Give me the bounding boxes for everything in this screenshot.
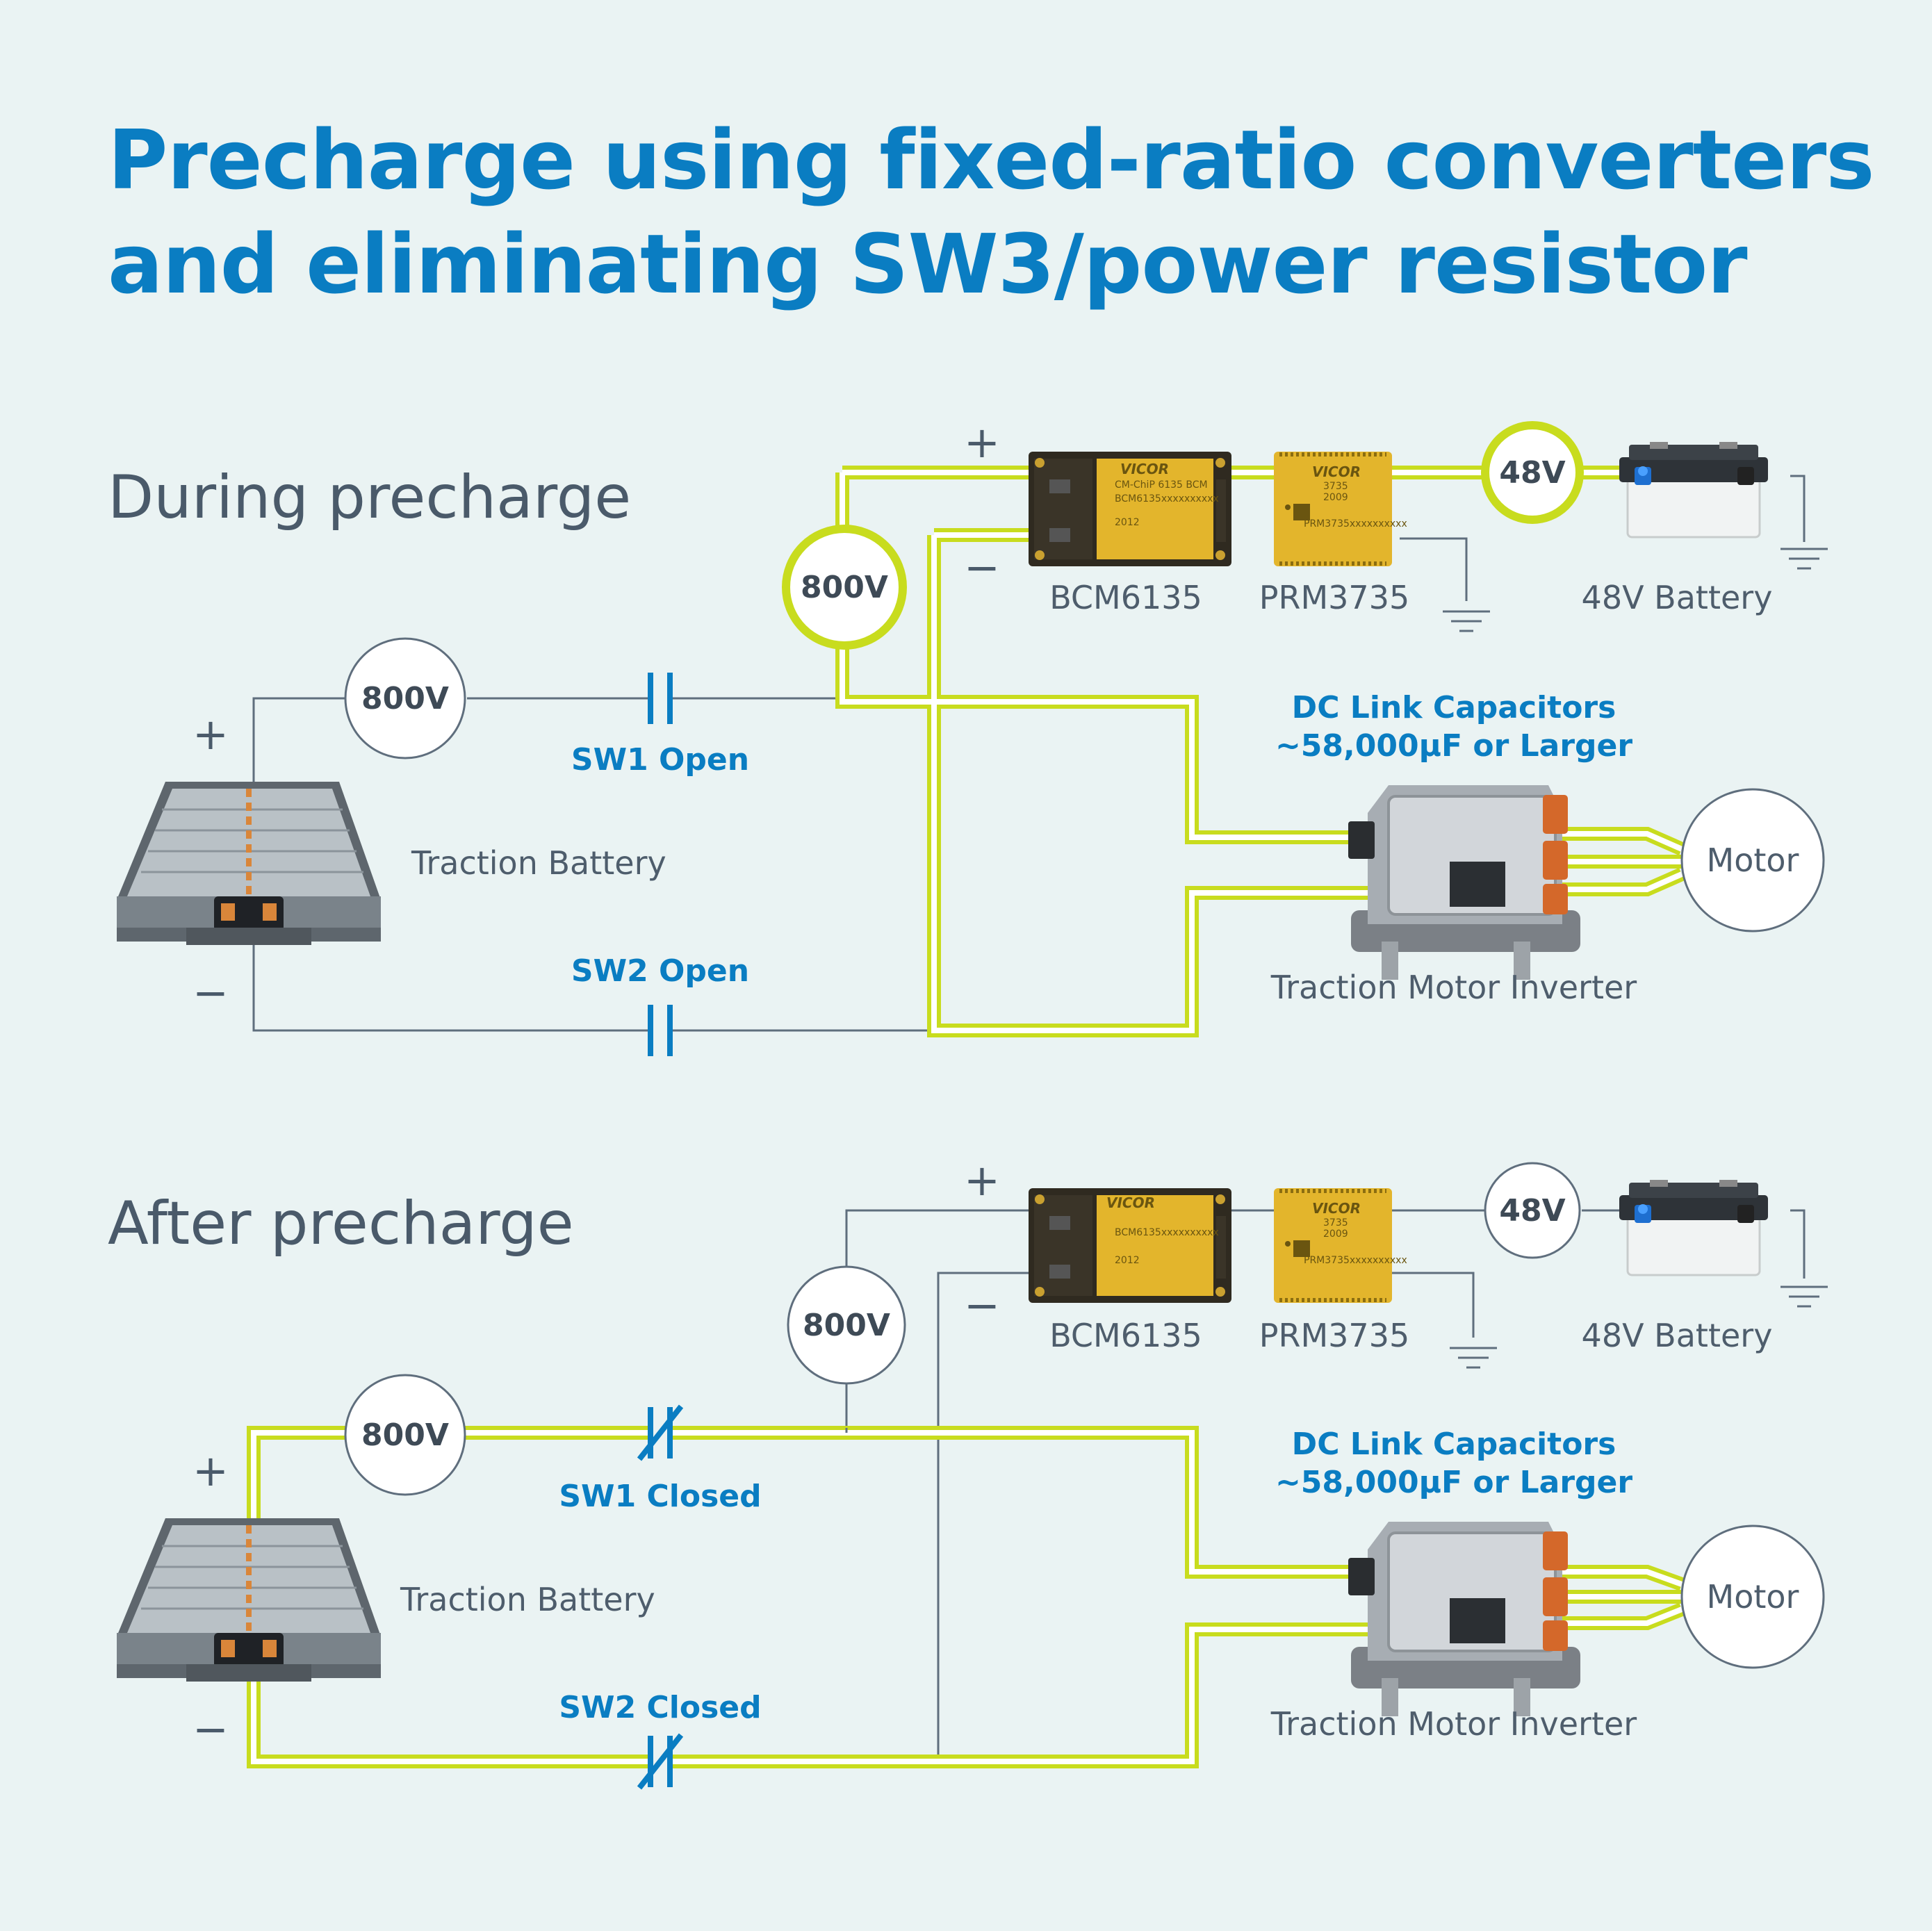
- bcm-marking: CM-ChiP 6135 BCM: [1115, 479, 1208, 491]
- battery-voltage-label: 800V: [361, 1418, 449, 1453]
- prm-marking: 2009: [1323, 492, 1348, 503]
- capacitors-value: ~58,000µF or Larger: [1275, 728, 1632, 764]
- bus-voltage-badge: 800V: [782, 525, 907, 650]
- battery-voltage-badge: 800V: [344, 1374, 466, 1496]
- capacitors-value: ~58,000µF or Larger: [1275, 1465, 1632, 1500]
- motor-label: Motor: [1707, 1578, 1799, 1616]
- sw2-label: SW2 Closed: [559, 1690, 761, 1725]
- sw1-switch: [637, 1404, 684, 1461]
- converter-wires: [845, 1209, 1806, 1758]
- sw1-label: SW1 Open: [571, 742, 749, 778]
- prm-label: PRM3735: [1259, 1317, 1409, 1354]
- inverter-label: Traction Motor Inverter: [1270, 1705, 1637, 1743]
- ground-icon: [1779, 1285, 1829, 1308]
- section-during-precharge: During precharge: [108, 417, 1829, 1056]
- section-heading: During precharge: [108, 463, 631, 532]
- plus-sign: +: [964, 1155, 1000, 1206]
- title-line-2: and eliminating SW3/power resistor: [108, 216, 1748, 312]
- prm-marking: PRM3735xxxxxxxxxx: [1304, 518, 1407, 529]
- traction-battery-icon: [117, 1518, 381, 1682]
- plus-sign: +: [193, 709, 229, 759]
- sw2-switch: [648, 1005, 673, 1056]
- traction-battery-icon: [117, 782, 381, 945]
- bcm-marking: BCM6135xxxxxxxxxx: [1115, 493, 1219, 504]
- bcm-label: BCM6135: [1049, 579, 1202, 616]
- ground-icon: [1779, 548, 1829, 570]
- traction-battery-label: Traction Battery: [400, 1581, 655, 1618]
- prm-brand: VICOR: [1312, 463, 1361, 480]
- minus-sign: −: [964, 1280, 1000, 1331]
- bcm-marking: 2012: [1115, 517, 1140, 528]
- ground-icon: [1441, 610, 1491, 632]
- prm-marking: PRM3735xxxxxxxxxx: [1304, 1255, 1407, 1266]
- motor: Motor: [1680, 788, 1825, 932]
- prm-marking: 3735: [1323, 1217, 1348, 1229]
- bcm-brand: VICOR: [1120, 461, 1169, 477]
- plus-sign: +: [193, 1445, 229, 1496]
- inverter-icon: [1347, 784, 1582, 981]
- minus-sign: −: [193, 967, 229, 1018]
- capacitors-label: DC Link Capacitors: [1292, 1427, 1616, 1462]
- minus-sign: −: [964, 542, 1000, 593]
- motor: Motor: [1680, 1525, 1825, 1669]
- motor-label: Motor: [1707, 841, 1799, 879]
- bcm-marking: 2012: [1115, 1255, 1140, 1266]
- bcm-marking: BCM6135xxxxxxxxxx: [1115, 1227, 1219, 1238]
- bus-voltage-badge: 800V: [787, 1265, 906, 1385]
- lv-battery-label: 48V Battery: [1582, 579, 1773, 616]
- sw2-label: SW2 Open: [571, 953, 749, 989]
- page-title: Precharge using fixed-ratio converters a…: [108, 108, 1875, 316]
- lv-voltage-label: 48V: [1499, 455, 1565, 491]
- inverter-icon: [1347, 1520, 1582, 1718]
- ground-icon: [1448, 1347, 1498, 1369]
- plus-sign: +: [964, 417, 1000, 468]
- lv-battery-label: 48V Battery: [1582, 1317, 1773, 1354]
- battery-voltage-label: 800V: [361, 681, 449, 716]
- sw1-switch: [648, 673, 673, 724]
- section-heading: After precharge: [108, 1189, 574, 1258]
- sw2-switch: [637, 1733, 684, 1790]
- battery-voltage-badge: 800V: [344, 637, 466, 759]
- bus-voltage-label: 800V: [803, 1308, 890, 1343]
- minus-sign: −: [193, 1704, 229, 1755]
- traction-battery-label: Traction Battery: [411, 844, 666, 882]
- battery-wires: [252, 475, 1806, 1032]
- main-bus: [247, 1426, 1685, 1768]
- title-line-1: Precharge using fixed-ratio converters: [108, 112, 1875, 208]
- bus-voltage-label: 800V: [801, 570, 888, 605]
- prm-marking: 3735: [1323, 481, 1348, 492]
- prm-marking: 2009: [1323, 1229, 1348, 1240]
- bcm-label: BCM6135: [1049, 1317, 1202, 1354]
- section-after-precharge: After precharge: [108, 1155, 1829, 1790]
- lv-voltage-label: 48V: [1499, 1193, 1565, 1229]
- capacitors-label: DC Link Capacitors: [1292, 690, 1616, 725]
- bcm-brand: VICOR: [1106, 1194, 1155, 1211]
- prm-brand: VICOR: [1312, 1200, 1361, 1217]
- lv-battery-icon: [1618, 441, 1769, 539]
- lv-voltage-badge: 48V: [1481, 421, 1584, 524]
- prm-label: PRM3735: [1259, 579, 1409, 616]
- inverter-label: Traction Motor Inverter: [1270, 969, 1637, 1006]
- sw1-label: SW1 Closed: [559, 1479, 761, 1514]
- lv-battery-icon: [1618, 1178, 1769, 1276]
- lv-voltage-badge: 48V: [1484, 1162, 1581, 1259]
